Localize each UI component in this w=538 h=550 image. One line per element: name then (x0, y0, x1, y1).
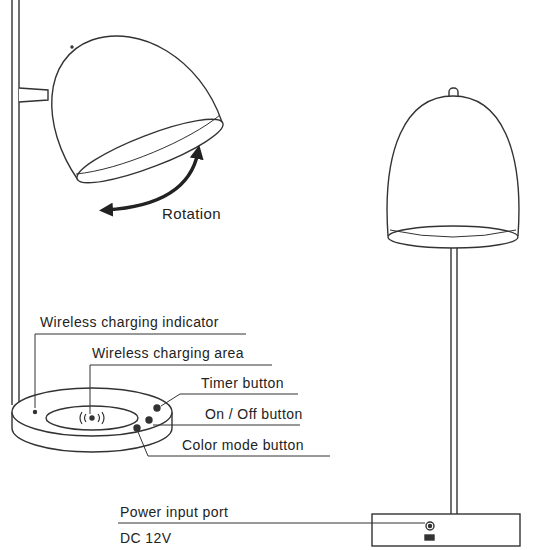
part-label: Wireless charging area (92, 345, 244, 361)
rotation-arrow (106, 152, 198, 210)
left-lamp (12, 0, 229, 452)
part-label: Power input port (120, 504, 228, 520)
spec-label: DC 12V (120, 530, 171, 546)
right-lamp (372, 88, 520, 546)
part-label: On / Off button (205, 406, 303, 422)
part-label: Timer button (201, 375, 284, 391)
part-label: Color mode button (182, 437, 304, 453)
leader-lines (35, 334, 425, 523)
rotation-label: Rotation (162, 206, 221, 222)
part-label: Wireless charging indicator (40, 314, 219, 330)
